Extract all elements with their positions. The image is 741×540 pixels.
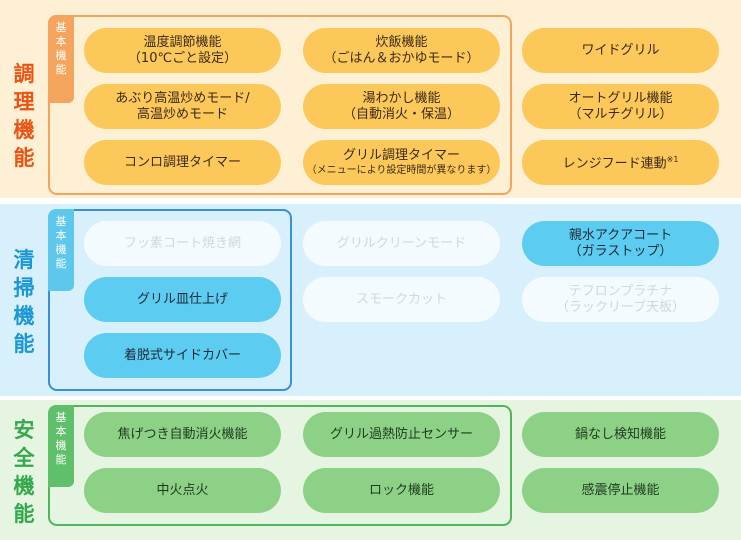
feature-water-boiling: 湯わかし機能（自動消火・保温） (303, 84, 500, 129)
feature-grill-timer: グリル調理タイマー（メニューにより設定時間が異なります） (303, 140, 500, 185)
feature-fluorine-grill-net: フッ素コート焼き網 (84, 221, 281, 266)
cooking-basic-tag: 基本機能 (48, 15, 74, 103)
feature-high-heat-stir-fry: あぶり高温炒めモード/高温炒めモード (84, 84, 281, 129)
feature-removable-side-cover: 着脱式サイドカバー (84, 333, 281, 378)
cleaning-section-title: 清掃機能 (13, 248, 35, 356)
cooking-section-title: 調理機能 (13, 62, 35, 170)
feature-smoke-cut: スモークカット (303, 277, 500, 322)
feature-lock: ロック機能 (303, 468, 500, 513)
cleaning-basic-group (48, 209, 292, 391)
feature-hydrophilic-coat: 親水アクアコート（ガラストップ） (522, 221, 719, 266)
feature-wide-grill: ワイドグリル (522, 28, 719, 73)
feature-grill-pan-finish: グリル皿仕上げ (84, 277, 281, 322)
feature-seismic-stop: 感震停止機能 (522, 468, 719, 513)
feature-grill-overheat-sensor: グリル過熱防止センサー (303, 412, 500, 457)
safety-section-title: 安全機能 (13, 418, 35, 526)
cooking-basic-group (48, 15, 512, 195)
feature-auto-grill: オートグリル機能（マルチグリル） (522, 84, 719, 129)
feature-rice-cooking: 炊飯機能（ごはん＆おかゆモード） (303, 28, 500, 73)
feature-temperature-control: 温度調節機能（10℃ごと設定） (84, 28, 281, 73)
footnote-mark: ※1 (666, 155, 679, 165)
feature-teflon-platinum: テフロンプラチナ（ラックリーブ天板） (522, 277, 719, 322)
feature-scorch-auto-shutoff: 焦げつき自動消火機能 (84, 412, 281, 457)
feature-grill-clean-mode: グリルクリーンモード (303, 221, 500, 266)
safety-basic-tag: 基本機能 (48, 405, 74, 487)
feature-range-hood-link: レンジフード連動※1 (522, 140, 719, 185)
cleaning-basic-tag: 基本機能 (48, 209, 74, 291)
feature-stove-timer: コンロ調理タイマー (84, 140, 281, 185)
feature-medium-heat-ignition: 中火点火 (84, 468, 281, 513)
feature-no-pot-detection: 鍋なし検知機能 (522, 412, 719, 457)
